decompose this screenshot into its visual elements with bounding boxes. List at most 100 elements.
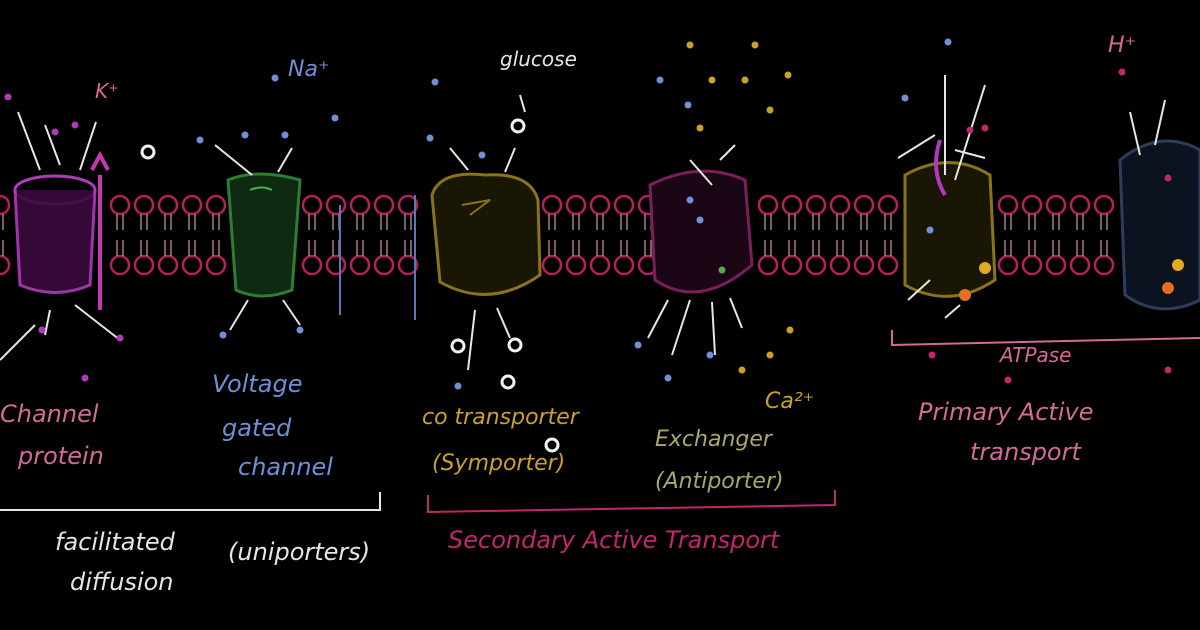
phospholipid-head	[805, 194, 827, 216]
phospholipid-head	[853, 194, 875, 216]
phospholipid-head	[589, 254, 611, 276]
k-ion-label: K⁺	[95, 79, 119, 103]
glucose-molecule	[507, 337, 523, 353]
phospholipid-head	[541, 254, 563, 276]
atpase-label: ATPase	[998, 343, 1071, 367]
ion-dot	[426, 134, 434, 142]
ion-dot	[741, 76, 749, 84]
glucose-molecule	[140, 144, 156, 160]
phospholipid-head	[877, 254, 899, 276]
phospholipid-head	[325, 194, 347, 216]
flux-arrows	[0, 75, 1166, 371]
voltage-label-line2: gated	[222, 414, 292, 442]
ion-dot	[718, 266, 726, 274]
ion-dot	[751, 41, 759, 49]
phospholipid-head	[853, 254, 875, 276]
ion-dot	[901, 94, 909, 102]
phospholipid-head	[0, 254, 11, 276]
ca-ion-label: Ca²⁺	[765, 389, 814, 414]
phospholipid-head	[205, 194, 227, 216]
phospholipid-head	[133, 194, 155, 216]
phospholipid-head	[1045, 194, 1067, 216]
ion-dot	[71, 121, 79, 129]
phospholipid-head	[877, 194, 899, 216]
phospholipid-head	[301, 254, 323, 276]
ion-dot	[454, 382, 462, 390]
ion-particles	[4, 38, 1172, 453]
ion-dot	[966, 126, 974, 134]
ion-dot	[784, 71, 792, 79]
ion-dot	[1004, 376, 1012, 384]
ion-dot	[738, 366, 746, 374]
ion-dot	[696, 216, 704, 224]
facilitated-label-line1: facilitated	[55, 528, 176, 556]
ion-dot	[281, 131, 289, 139]
ion-dot	[81, 374, 89, 382]
phospholipid-head	[781, 194, 803, 216]
channel-protein-shape	[13, 150, 110, 310]
primary-label-line1: Primary Active	[918, 398, 1093, 426]
primary-label-line2: transport	[970, 438, 1082, 466]
phospholipid-head	[1093, 254, 1115, 276]
ion-dot	[944, 38, 952, 46]
proton-pump-shape	[1118, 139, 1200, 311]
phospholipid-head	[757, 254, 779, 276]
voltage-gated-channel-shape	[226, 172, 302, 298]
ion-dot	[116, 334, 124, 342]
ion-dot	[634, 341, 642, 349]
downward-flux-arrows	[339, 195, 416, 320]
ion-dot	[241, 131, 249, 139]
ion-dot	[296, 326, 304, 334]
phospholipid-head	[157, 254, 179, 276]
ion-dot	[219, 331, 227, 339]
ion-dot	[686, 41, 694, 49]
phospholipid-head	[181, 254, 203, 276]
phospholipid-head	[613, 194, 635, 216]
exchanger-label-line2: (Antiporter)	[655, 469, 784, 494]
voltage-label-line1: Voltage	[212, 370, 302, 398]
ion-dot	[686, 196, 694, 204]
phospholipid-head	[997, 194, 1019, 216]
phospholipid-head	[301, 194, 323, 216]
phospholipid-head	[109, 254, 131, 276]
phospholipid-head	[109, 194, 131, 216]
phospholipid-head	[805, 254, 827, 276]
phospholipid-head	[1069, 194, 1091, 216]
phospholipid-head	[997, 254, 1019, 276]
phospholipid-head	[133, 254, 155, 276]
ion-dot	[786, 326, 794, 334]
phospholipid-head	[1093, 194, 1115, 216]
ion-dot	[684, 101, 692, 109]
h-ion-label: H⁺	[1108, 33, 1136, 58]
ion-dot	[766, 106, 774, 114]
exchanger-label-line1: Exchanger	[655, 427, 774, 452]
ion-dot	[1118, 68, 1126, 76]
lipid-bilayer	[0, 194, 1200, 276]
na-ion-label: Na⁺	[288, 57, 330, 82]
cotransporter-label-line2: (Symporter)	[432, 451, 565, 476]
phospholipid-head	[325, 254, 347, 276]
phospholipid-head	[205, 254, 227, 276]
phospholipid-head	[349, 254, 371, 276]
ion-dot	[4, 93, 12, 101]
phospholipid-head	[541, 194, 563, 216]
phospholipid-head	[757, 194, 779, 216]
exchanger-shape	[648, 169, 754, 294]
ion-dot	[656, 76, 664, 84]
phospholipid-head	[565, 194, 587, 216]
phospholipid-head	[397, 194, 419, 216]
glucose-molecule	[510, 118, 526, 134]
voltage-label-line3: channel	[238, 453, 333, 481]
phospholipid-head	[373, 254, 395, 276]
ion-dot	[38, 326, 46, 334]
ion-dot	[696, 124, 704, 132]
ion-dot	[196, 136, 204, 144]
phospholipid-head	[0, 194, 11, 216]
phospholipid-head	[1021, 254, 1043, 276]
glucose-label: glucose	[500, 47, 577, 71]
phospholipid-head	[349, 194, 371, 216]
phospholipid-head	[1045, 254, 1067, 276]
ion-dot	[331, 114, 339, 122]
channel-protein-label-line2: protein	[17, 442, 104, 470]
